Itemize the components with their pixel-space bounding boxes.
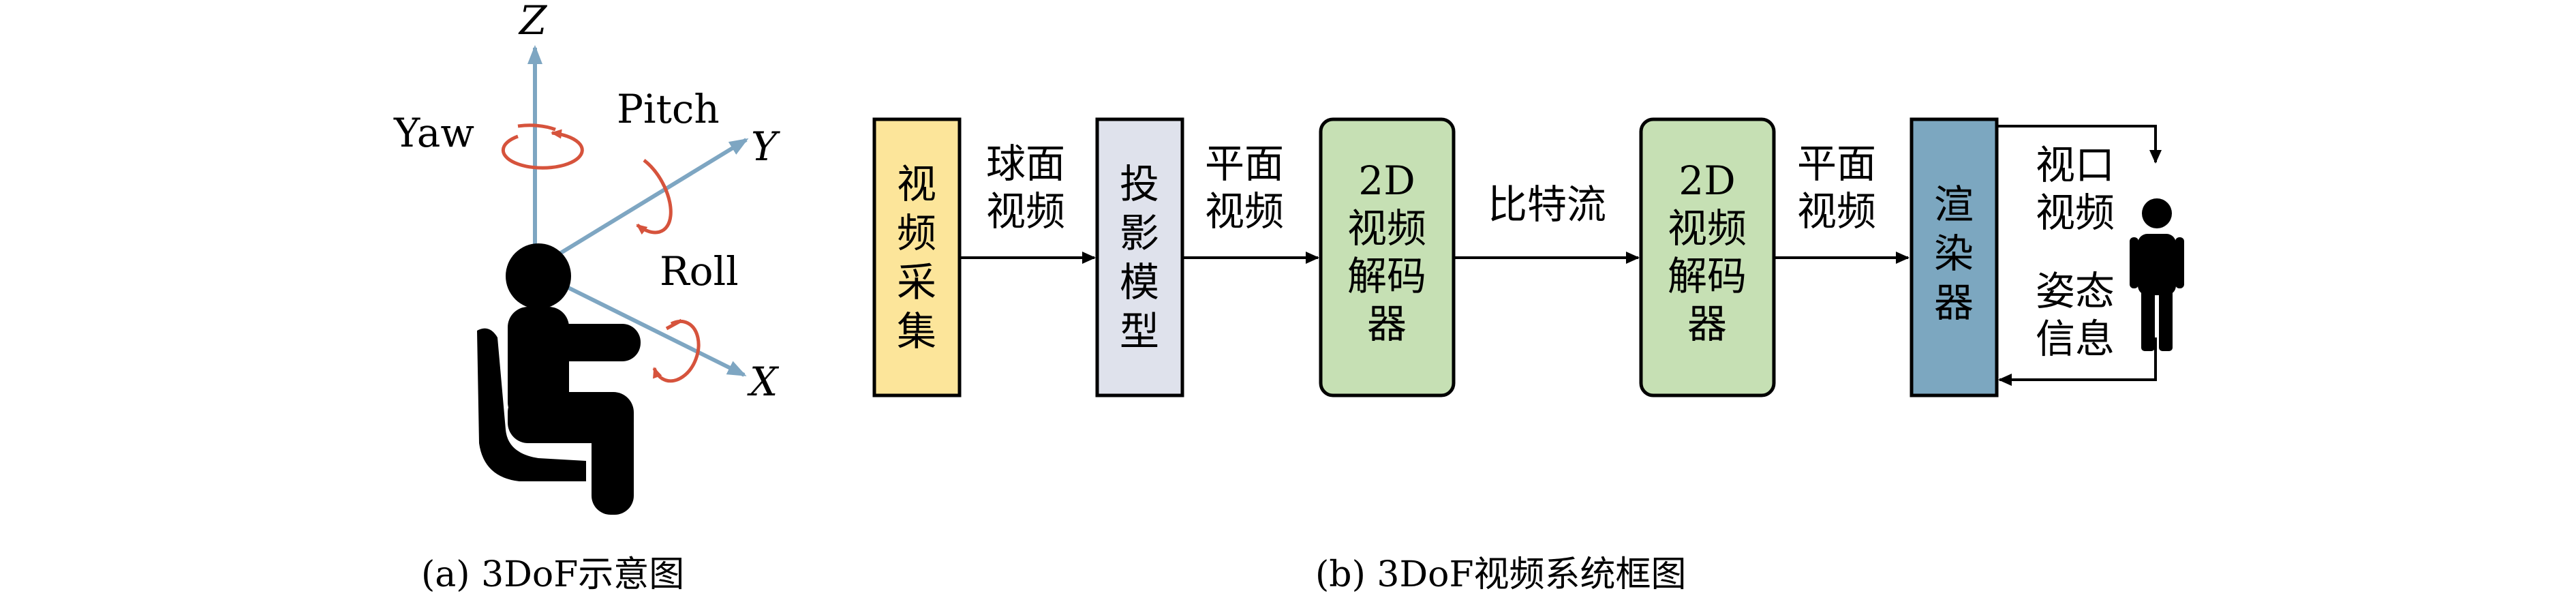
edge-label-pose-2: 信息 [2036, 316, 2115, 362]
block-decoder2-line-3: 解码 [1668, 253, 1747, 299]
block-video-capture-line-1: 视 [897, 161, 936, 207]
yaw-rotation-icon [501, 123, 584, 170]
roll-label: Roll [660, 248, 739, 295]
block-projection-line-3: 模 [1120, 259, 1159, 305]
block-projection-line-4: 型 [1120, 308, 1159, 355]
block-video-capture-line-3: 采 [897, 259, 936, 305]
edge-label-pose-1: 姿态 [2036, 268, 2115, 314]
edge-label-viewport-1: 视口 [2036, 142, 2115, 188]
block-decoder1-line-2: 视频 [1347, 205, 1426, 252]
edge-label-viewport-2: 视频 [2036, 190, 2115, 236]
panel-a-caption: (a) 3DoF示意图 [421, 554, 684, 595]
block-video-capture-line-2: 频 [897, 210, 936, 256]
x-axis [564, 284, 747, 377]
y-axis-label: Y [751, 123, 780, 170]
edge-label-planar-2b: 视频 [1797, 188, 1876, 235]
block-video-capture: 视 频 采 集 [872, 117, 962, 397]
seated-person-icon [477, 243, 641, 515]
edge-label-spherical-2: 视频 [986, 188, 1065, 235]
panel-a-3dof-illustration: Z Y X Yaw Pitch Roll [393, 0, 780, 595]
block-video-capture-line-4: 集 [897, 308, 936, 355]
pitch-label: Pitch [617, 86, 720, 132]
block-decoder1-line-1: 2D [1358, 157, 1415, 204]
edge-label-spherical-1: 球面 [986, 140, 1065, 187]
block-decoder1-line-3: 解码 [1347, 253, 1426, 299]
yaw-label: Yaw [393, 110, 474, 156]
block-renderer-line-1: 渲 [1934, 181, 1974, 228]
panel-b-caption: (b) 3DoF视频系统框图 [1315, 554, 1687, 595]
edge-label-bitstream: 比特流 [1488, 181, 1606, 228]
edge-label-planar-1b: 视频 [1205, 188, 1284, 235]
block-decoder2-line-1: 2D [1678, 157, 1735, 204]
viewer-person-icon [2130, 198, 2184, 351]
block-decoder2-line-4: 器 [1687, 301, 1727, 347]
roll-rotation-icon [652, 318, 701, 383]
panel-b-system-diagram: 视 频 采 集 球面 视频 投 影 模 型 平面 视频 2D 视频 解码 器 [872, 117, 2184, 595]
block-2d-video-decoder-2: 2D 视频 解码 器 [1639, 117, 1776, 397]
block-2d-video-decoder-1: 2D 视频 解码 器 [1319, 117, 1456, 397]
z-axis-label: Z [518, 0, 548, 44]
edge-label-planar-2a: 平面 [1797, 140, 1876, 187]
x-axis-label: X [747, 359, 780, 405]
edge-label-planar-1a: 平面 [1205, 140, 1284, 187]
block-renderer-line-2: 染 [1934, 230, 1974, 277]
pitch-rotation-icon [636, 159, 673, 235]
arrow-viewer-to-renderer [1998, 337, 2157, 386]
arrow-renderer-to-viewer [1997, 125, 2162, 164]
block-projection-model: 投 影 模 型 [1095, 117, 1184, 397]
block-renderer-line-3: 器 [1934, 280, 1974, 326]
block-decoder2-line-2: 视频 [1668, 205, 1747, 252]
block-projection-line-1: 投 [1120, 161, 1159, 207]
block-projection-line-2: 影 [1120, 210, 1159, 256]
block-decoder1-line-4: 器 [1367, 301, 1407, 347]
y-axis [549, 138, 749, 261]
block-renderer: 渲 染 器 [1910, 117, 1999, 397]
